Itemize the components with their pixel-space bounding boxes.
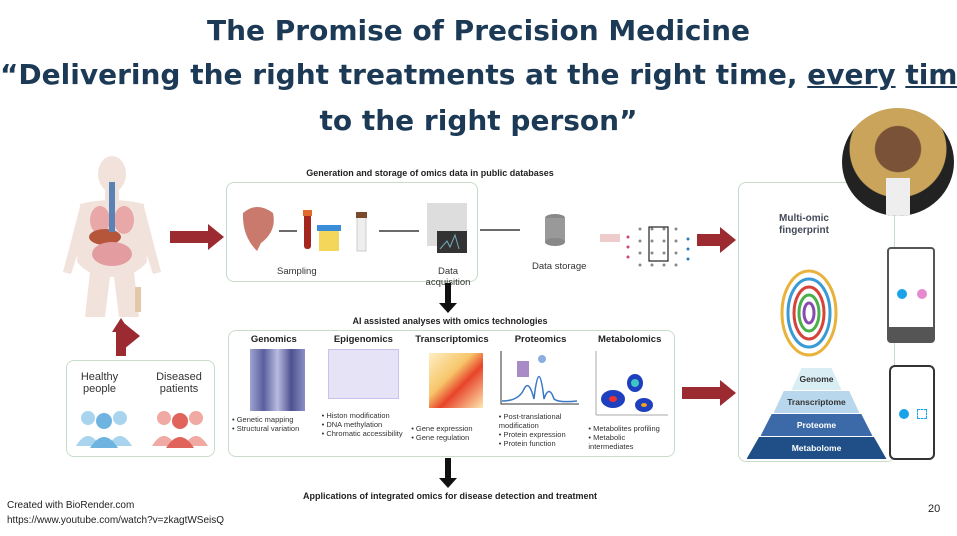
bullet: Structural variation: [232, 424, 316, 433]
speaker-photo: [842, 108, 954, 216]
user-icon: [899, 409, 909, 419]
bullet: Histon modification: [322, 411, 406, 420]
omics-title: Proteomics: [514, 334, 567, 345]
top-caption: Generation and storage of omics data in …: [306, 168, 554, 178]
fingerprint-title: Multi-omic fingerprint: [779, 213, 829, 236]
shirt: [886, 178, 910, 216]
step-data-storage: Data storage: [532, 261, 587, 272]
bullet: Post-translational modification: [499, 412, 583, 430]
bottom-caption: Applications of integrated omics for dis…: [302, 491, 598, 501]
bullet: Protein function: [499, 439, 583, 448]
pyramid-transcriptome: Transcriptome: [773, 391, 860, 413]
arrow-up: [116, 323, 140, 356]
arrow-up-head: [112, 318, 130, 332]
bullet: Gene regulation: [411, 433, 493, 442]
quote-line-1: “Delivering the right treatments at the …: [0, 58, 957, 91]
omics-genomics: Genomics Genetic mappingStructural varia…: [229, 331, 319, 456]
quote-time: time: [905, 58, 957, 91]
genomics-heatmap: [250, 349, 305, 411]
bullet: Metabolic intermediates: [588, 433, 671, 451]
phone-mockup-2: [889, 365, 935, 460]
group-diseased: Diseased patients: [156, 371, 202, 395]
bullet: DNA methylation: [322, 420, 406, 429]
phone-bezel: [889, 327, 933, 341]
omics-box: Genomics Genetic mappingStructural varia…: [228, 330, 675, 457]
bullet: Protein expression: [499, 430, 583, 439]
arrow-to-fingerprint: [697, 227, 736, 253]
fingerprint-panel: Multi-omic fingerprint Genome Transcript…: [738, 182, 895, 462]
omics-title: Transcriptomics: [415, 334, 489, 345]
bullet: Genetic mapping: [232, 415, 316, 424]
step-data-acquisition: Data acquisition: [426, 266, 471, 288]
omics-title: Metabolomics: [598, 334, 662, 345]
human-body-illustration: [63, 156, 161, 317]
omics-transcriptomics: Transcriptomics Gene expressionGene regu…: [408, 331, 496, 456]
transcriptomics-heatmap: [429, 353, 483, 408]
data-storage-illustration: [480, 214, 565, 246]
bullet: Gene expression: [411, 424, 493, 433]
quote-text: “Delivering the right treatments at the …: [0, 58, 808, 91]
epigenomics-gel: [327, 349, 400, 399]
arrow-to-generation: [170, 224, 224, 250]
network-illustration: [600, 226, 690, 267]
credit-text: Created with BioRender.com: [7, 500, 135, 511]
pyramid-metabolome: Metabolome: [746, 437, 887, 459]
step-sampling: Sampling: [277, 266, 317, 277]
middle-caption: AI assisted analyses with omics technolo…: [352, 316, 548, 326]
source-url[interactable]: https://www.youtube.com/watch?v=zkagtWSe…: [7, 515, 225, 526]
omics-proteomics: Proteomics Post-translational modificati…: [496, 331, 586, 456]
group-healthy: Healthy people: [80, 371, 119, 395]
generation-box: Sampling Data acquisition: [226, 182, 478, 288]
patient-groups-box: Healthy people Diseased patients: [66, 360, 215, 457]
quote-every: every: [807, 58, 896, 91]
metabolomics-scatter: [595, 351, 669, 416]
face-id-icon: [917, 409, 927, 419]
fingerprint-app-icon: [917, 289, 927, 299]
user-icon: [897, 289, 907, 299]
page-number: 20: [928, 503, 941, 515]
fingerprint-icon: [780, 269, 838, 357]
slide-title: The Promise of Precision Medicine: [207, 14, 750, 47]
people-icon: [76, 411, 208, 448]
proteomics-chart: [500, 351, 579, 405]
phone-mockup-1: [887, 247, 935, 343]
sampling-illustration: [242, 203, 467, 253]
pyramid-genome: Genome: [791, 368, 842, 390]
omics-title: Epigenomics: [333, 334, 393, 345]
quote-space: [896, 58, 906, 91]
arrow-down-1: [439, 283, 457, 313]
pyramid-proteome: Proteome: [760, 414, 873, 436]
arrow-down-2: [439, 458, 457, 488]
omics-title: Genomics: [250, 334, 297, 345]
omics-epigenomics: Epigenomics Histon modificationDNA methy…: [319, 331, 409, 456]
bullet: Chromatic accessibility: [322, 429, 406, 438]
omics-metabolomics: Metabolomics Metabolites profilingMetabo…: [585, 331, 674, 456]
quote-line-2: to the right person”: [319, 104, 638, 137]
bullet: Metabolites profiling: [588, 424, 671, 433]
arrow-to-pyramid: [682, 380, 736, 406]
